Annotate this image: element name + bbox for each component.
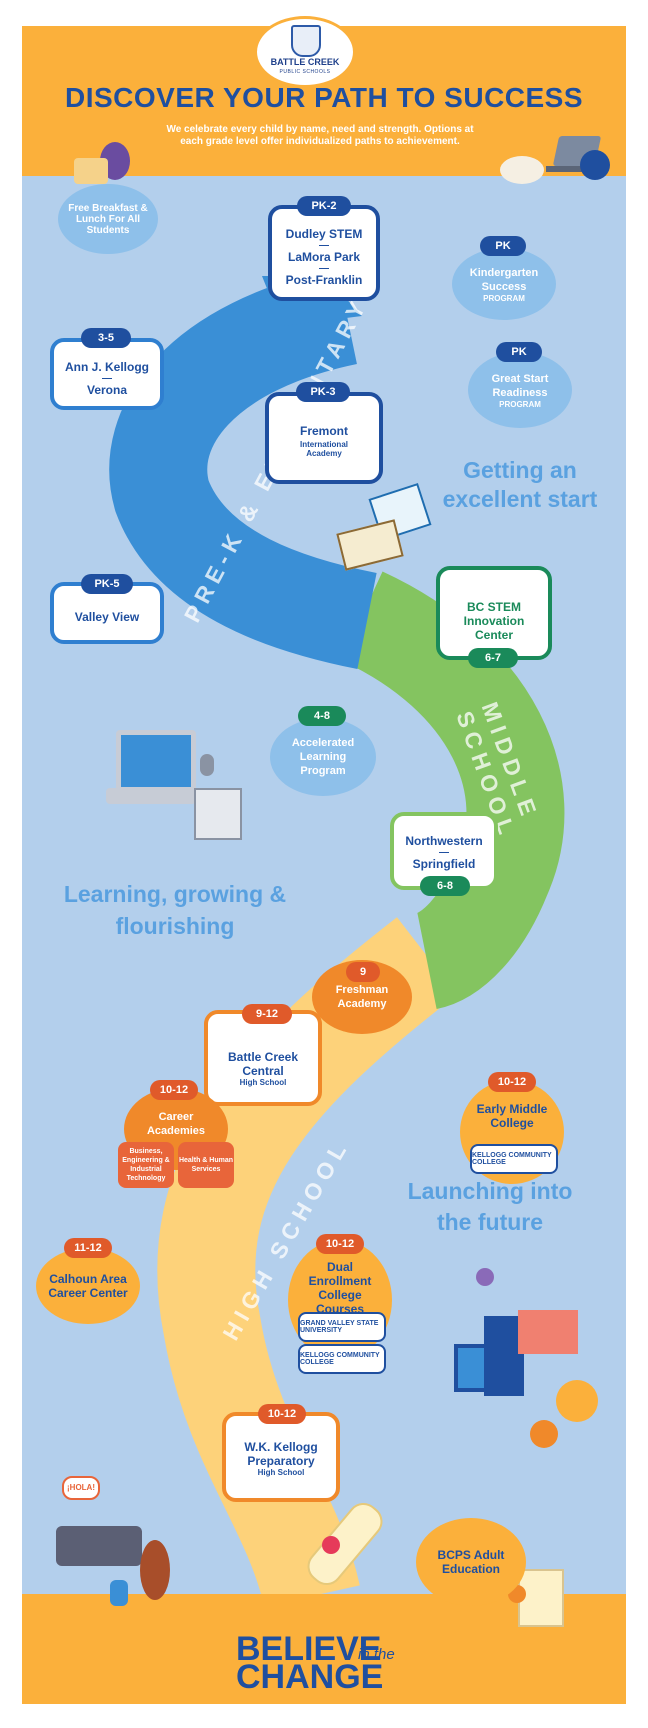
school-name: Ann J. Kellogg	[65, 360, 149, 374]
footer-change: CHANGE	[236, 1658, 384, 1696]
grade-badge: PK-2	[297, 196, 351, 216]
middle-school-ribbon	[340, 571, 565, 1010]
gvsu-logo: GRAND VALLEY STATE UNIVERSITY	[298, 1312, 386, 1342]
logo-name: BATTLE CREEK	[270, 57, 340, 67]
school-sub: International Academy	[299, 440, 348, 458]
grade-badge: 9-12	[242, 1004, 292, 1024]
music-icon: ¡HOLA!	[50, 1470, 200, 1640]
kellogg-cc-logo: KELLOGG COMMUNITY COLLEGE	[298, 1344, 386, 1374]
program-name: Early Middle College	[476, 1102, 548, 1130]
calhoun-bubble[interactable]: Calhoun Area Career Center	[36, 1248, 140, 1324]
grade-badge: 6-7	[468, 648, 518, 668]
program-sub: PROGRAM	[499, 399, 541, 409]
school-name: W.K. Kellogg Preparatory	[244, 1440, 318, 1468]
school-name: Verona	[86, 383, 128, 397]
program-sub: PROGRAM	[483, 293, 525, 303]
school-name: Fremont	[300, 424, 348, 438]
lunch-icon	[72, 138, 142, 186]
grade-badge: 10-12	[316, 1234, 364, 1254]
school-name: Dudley STEM	[285, 227, 363, 241]
grade-badge: PK-5	[81, 574, 133, 594]
diploma-icon	[280, 1490, 390, 1600]
free-lunch-bubble: Free Breakfast & Lunch For All Students	[58, 184, 158, 254]
school-name: LaMora Park	[287, 250, 361, 264]
school-card-wk-kellogg[interactable]: W.K. Kellogg Preparatory High School	[222, 1412, 340, 1502]
grade-badge: 10-12	[150, 1080, 198, 1100]
footer-believe: BELIEVE	[236, 1630, 382, 1668]
bcps-logo: BATTLE CREEK PUBLIC SCHOOLS	[254, 16, 356, 88]
school-name: Springfield	[412, 857, 476, 871]
program-name: Kindergarten Success	[469, 266, 539, 293]
dual-enrollment-bubble[interactable]: Dual Enrollment College Courses	[288, 1240, 392, 1360]
grade-badge: 4-8	[298, 706, 346, 726]
school-sub: High School	[257, 1468, 305, 1477]
school-name: Post-Franklin	[285, 273, 363, 287]
computer-icon	[440, 1260, 610, 1460]
grade-badge: 10-12	[258, 1404, 306, 1424]
school-card-central[interactable]: Battle Creek Central High School	[204, 1010, 322, 1106]
certificate-icon	[508, 1565, 564, 1627]
school-name: Valley View	[74, 610, 140, 624]
tagline-start: Getting an excellent start	[442, 457, 598, 512]
grade-badge: PK-3	[296, 382, 350, 402]
school-card-pk2[interactable]: Dudley STEM LaMora Park Post-Franklin	[268, 205, 380, 301]
grade-badge: 6-8	[420, 876, 470, 896]
tagline-learning: Learning, growing & flourishing	[63, 881, 287, 939]
program-name: Career Academies	[146, 1111, 206, 1137]
career-chip-health[interactable]: Health & Human Services	[178, 1142, 234, 1188]
footer-in-the: in the	[358, 1646, 395, 1663]
school-name: Northwestern	[405, 834, 483, 848]
program-name: Calhoun Area Career Center	[48, 1272, 128, 1300]
grade-badge: 11-12	[64, 1238, 112, 1258]
program-name: Great Start Readiness	[491, 372, 549, 399]
program-name: Dual Enrollment College Courses	[308, 1260, 372, 1316]
free-lunch-text: Free Breakfast & Lunch For All Students	[68, 202, 148, 236]
school-card-bc-stem[interactable]: BC STEM Innovation Center	[436, 566, 552, 660]
hola-bubble: ¡HOLA!	[62, 1476, 100, 1500]
grade-badge: PK	[480, 236, 526, 256]
school-name: Battle Creek Central	[227, 1050, 299, 1078]
kellogg-cc-logo: KELLOGG COMMUNITY COLLEGE	[470, 1144, 558, 1174]
grade-badge: 9	[346, 962, 380, 982]
books-icon	[336, 483, 432, 571]
laptop-icon	[98, 730, 258, 840]
shield-icon	[291, 25, 321, 57]
accelerated-bubble[interactable]: Accelerated Learning Program	[270, 718, 376, 796]
program-name: BCPS Adult Education	[437, 1548, 505, 1576]
great-start-bubble[interactable]: Great Start Readiness PROGRAM	[468, 352, 572, 428]
grade-badge: 3-5	[81, 328, 131, 348]
tagline-launch: Launching into the future	[407, 1178, 573, 1235]
grade-badge: PK	[496, 342, 542, 362]
school-card-fremont[interactable]: Fremont International Academy	[265, 392, 383, 484]
elementary-ribbon	[109, 268, 377, 670]
logo-subtitle: PUBLIC SCHOOLS	[279, 69, 331, 75]
page-title: DISCOVER YOUR PATH TO SUCCESS	[64, 82, 584, 113]
program-name: Accelerated Learning Program	[291, 737, 355, 777]
grade-badge: 10-12	[488, 1072, 536, 1092]
career-chip-business[interactable]: Business, Engineering & Industrial Techn…	[118, 1142, 174, 1188]
program-name: Freshman Academy	[335, 984, 389, 1010]
school-card-3-5[interactable]: Ann J. Kellogg Verona	[50, 338, 164, 410]
adult-education-bubble[interactable]: BCPS Adult Education	[416, 1518, 526, 1606]
school-name: BC STEM Innovation Center	[463, 600, 525, 642]
intro-text: We celebrate every child by name, need a…	[166, 124, 474, 147]
kindergarten-bubble[interactable]: Kindergarten Success PROGRAM	[452, 248, 556, 320]
school-sub: High School	[239, 1078, 287, 1087]
laptop-paint-icon	[500, 130, 610, 208]
